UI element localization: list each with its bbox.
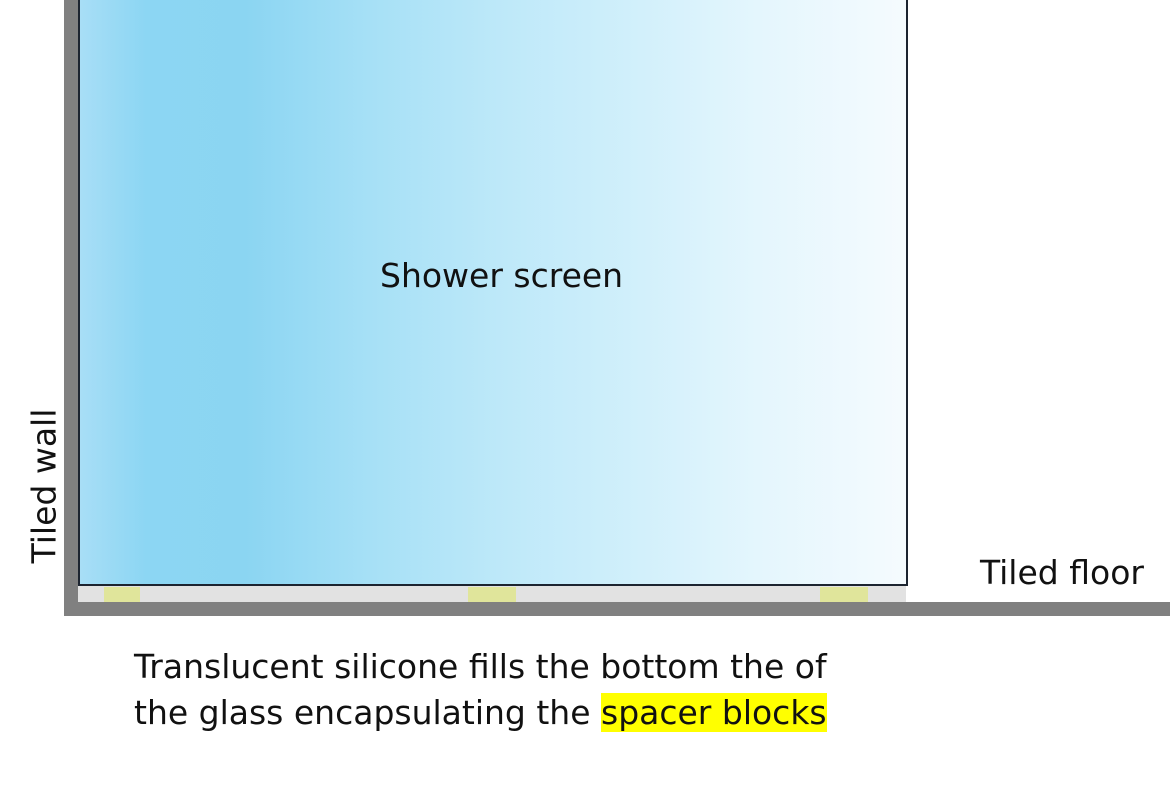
spacer-block	[468, 587, 516, 602]
shower-screen-label: Shower screen	[380, 256, 624, 295]
caption: Translucent silicone fills the bottom th…	[134, 644, 827, 736]
tiled-wall-label: Tiled wall	[24, 408, 64, 564]
shower-screen-glass	[78, 0, 908, 586]
tiled-floor-label: Tiled floor	[980, 553, 1144, 592]
caption-line-2: the glass encapsulating the spacer block…	[134, 690, 827, 736]
tiled-floor	[64, 602, 1170, 616]
spacer-block	[820, 587, 868, 602]
spacer-block	[104, 587, 140, 602]
caption-line-1: Translucent silicone fills the bottom th…	[134, 647, 827, 686]
caption-line-2-text: the glass encapsulating the	[134, 693, 601, 732]
tiled-wall	[64, 0, 78, 616]
caption-highlight: spacer blocks	[601, 693, 827, 732]
